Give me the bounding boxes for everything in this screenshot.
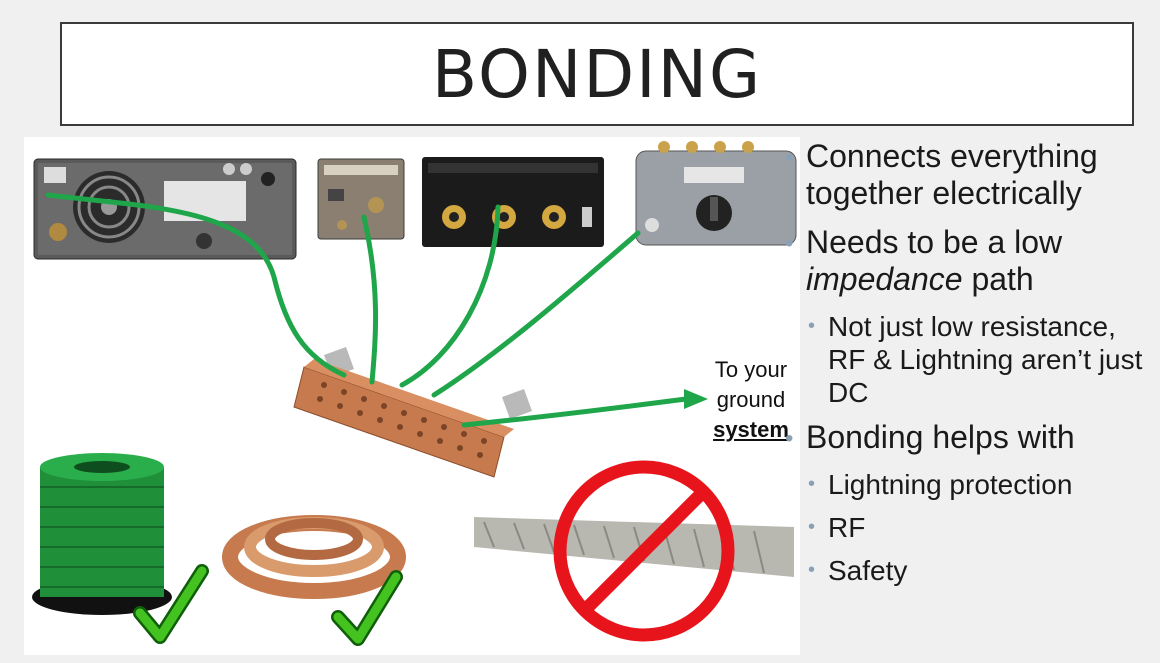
bullet-impedance-post: path: [962, 261, 1034, 297]
bullet-impedance: • Needs to be a low impedance path: [782, 224, 1152, 298]
bonding-illustration: [32, 141, 797, 646]
sub-bullet-lightning-text: Lightning protection: [828, 469, 1073, 500]
title-box: BONDING: [60, 22, 1134, 126]
photo-panel: To your ground system: [24, 137, 800, 655]
bullet-dot-icon: •: [785, 425, 794, 452]
sub-bullet-rf: • RF: [782, 511, 1152, 544]
bullet-list: • Connects everything together electrica…: [782, 138, 1152, 597]
bullet-dot-icon: •: [785, 230, 794, 257]
sub-bullet-resistance-text: Not just low resistance, RF & Lightning …: [828, 311, 1143, 408]
sub-bullet-resistance: • Not just low resistance, RF & Lightnin…: [782, 310, 1152, 409]
bullet-dot-icon: •: [785, 144, 794, 171]
bullet-dot-icon: •: [808, 559, 816, 581]
sub-bullet-safety: • Safety: [782, 554, 1152, 587]
bullet-bonding-helps-text: Bonding helps with: [806, 419, 1075, 455]
checkmark-icon: [135, 566, 207, 642]
slide-title: BONDING: [431, 35, 763, 113]
coax-switch-icon: [635, 141, 797, 246]
ground-label-line3: system: [713, 417, 789, 442]
ground-bus-bar-icon: [293, 347, 532, 478]
prohibited-icon: [553, 460, 735, 642]
copper-strap-roll-icon: [222, 515, 406, 599]
switch-box-icon: [422, 157, 604, 247]
checkmark-icon: [333, 572, 401, 644]
bullet-connects: • Connects everything together electrica…: [782, 138, 1152, 212]
bullet-dot-icon: •: [808, 315, 816, 337]
sub-bullet-safety-text: Safety: [828, 555, 908, 586]
green-wire-spool-icon: [32, 453, 172, 615]
sub-bullet-rf-text: RF: [828, 512, 866, 543]
bullet-bonding-helps: • Bonding helps with: [782, 419, 1152, 456]
braid-strap-icon: [474, 517, 794, 577]
ground-label-line1: To your: [714, 357, 788, 382]
sub-bullet-lightning: • Lightning protection: [782, 468, 1152, 501]
tuner-box-icon: [317, 158, 405, 240]
ground-arrow-icon: [684, 389, 708, 409]
ground-label: To your ground system: [706, 355, 796, 445]
bullet-dot-icon: •: [808, 473, 816, 495]
bullet-dot-icon: •: [808, 516, 816, 538]
bullet-impedance-italic: impedance: [806, 261, 963, 297]
bullet-impedance-pre: Needs to be a low: [806, 224, 1063, 260]
bullet-connects-text: Connects everything together electricall…: [806, 138, 1098, 211]
bonding-wires: [45, 192, 689, 428]
ground-label-line2: ground: [716, 387, 786, 412]
